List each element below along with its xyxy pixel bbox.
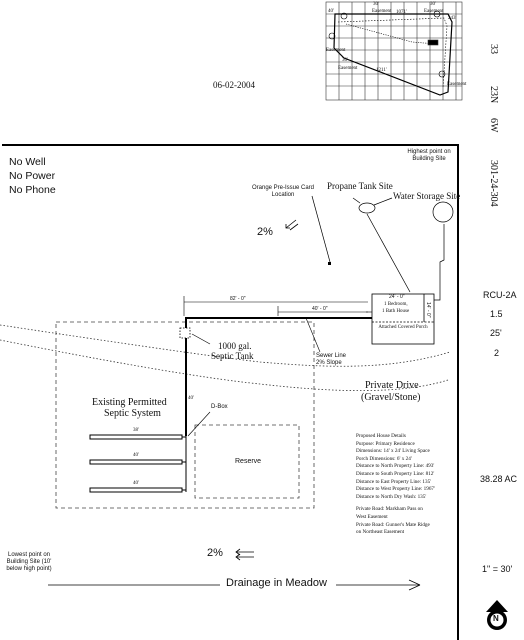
house-details-west: Distance to West Property Line: 1967' xyxy=(356,486,435,493)
house-details-porch: Porch Dimensions: 6' x 24' xyxy=(356,455,412,462)
no-phone: No Phone xyxy=(9,184,56,196)
inset-dim3: 40' xyxy=(328,9,334,14)
value-1: 1.5 xyxy=(490,309,503,319)
trench-1-length: 38' xyxy=(133,428,139,433)
water-storage-label: Water Storage Site xyxy=(393,191,461,201)
inset-dim4: 1071' xyxy=(396,10,407,15)
plan-date: 06-02-2004 xyxy=(213,80,255,90)
range: 6W xyxy=(488,118,499,133)
section-number: 33 xyxy=(488,44,499,54)
inset-easement2: Easement xyxy=(424,9,444,14)
house-footprint xyxy=(371,293,435,345)
dimension-lines xyxy=(183,296,372,316)
utilities-note: No Well No Power No Phone xyxy=(9,155,56,197)
existing-system-label-2: Septic System xyxy=(104,408,161,419)
house-details-drywash: Distance to North Dry Wash: 135' xyxy=(356,493,427,500)
drainage-line xyxy=(48,579,421,591)
acreage: 38.28 AC xyxy=(480,474,518,484)
dim-82: 82' - 0" xyxy=(230,296,246,302)
dim-14: 14' - 0" xyxy=(425,302,431,318)
leader-lines xyxy=(187,317,321,437)
septic-tank-size: 1000 gal. xyxy=(218,341,252,351)
zone-code: RCU-2A xyxy=(483,290,517,300)
house-details-title: Proposed House Details xyxy=(356,433,406,439)
sewer-line-note: Sewer Line 2% Slope xyxy=(316,353,347,366)
dbox-label: D-Box xyxy=(211,404,228,410)
private-drive-label: Private Drive xyxy=(365,380,419,391)
utility-lines xyxy=(311,195,454,301)
inset-dim5: 1211' xyxy=(376,68,387,73)
dim-24: 24' - 0" xyxy=(389,294,405,300)
house-details-south: Distance to South Property Line: 812' xyxy=(356,470,435,477)
house-details-north: Distance to North Property Line: 493' xyxy=(356,463,435,470)
value-2: 25' xyxy=(490,328,502,338)
house-details-road2: Private Road: Gunner's Mate Ridge on Nor… xyxy=(356,521,430,536)
dim-40: 40' - 0" xyxy=(312,306,328,312)
dim-40-vertical: 40' xyxy=(188,396,194,401)
trench-2-length: 40' xyxy=(133,453,139,458)
existing-system-label: Existing Permitted xyxy=(92,397,167,408)
lowest-point-label: Lowest point on Building Site (10' below… xyxy=(6,552,52,572)
slope-arrows xyxy=(235,219,299,561)
inset-easement3: Easement xyxy=(326,48,346,53)
main-border xyxy=(2,144,459,640)
no-power: No Power xyxy=(9,170,56,182)
sewer-line xyxy=(185,317,372,436)
inset-dim7: 30' xyxy=(342,58,348,63)
porch-label: Attached Covered Porch xyxy=(378,325,428,330)
leach-trenches xyxy=(89,434,187,493)
orange-card-label: Orange Pre-Issue Card Location xyxy=(251,185,315,198)
private-drive-surface: (Gravel/Stone) xyxy=(361,392,421,403)
septic-tank-box xyxy=(179,327,191,339)
septic-tank-label: Septic Tank xyxy=(211,351,254,361)
slope-bottom: 2% xyxy=(207,547,223,559)
drainage-label: Drainage in Meadow xyxy=(226,577,327,589)
reserve-label: Reserve xyxy=(235,458,262,465)
inset-map xyxy=(325,1,463,101)
house-bedrooms: 1 Bedroom, xyxy=(384,302,408,307)
house-details-dimensions: Dimensions: 14' x 24' Living Space xyxy=(356,448,430,455)
house-details: Proposed House Details Purpose: Primary … xyxy=(356,433,436,537)
inset-dim1: 30' xyxy=(373,2,379,7)
scale: 1" = 30' xyxy=(482,564,513,574)
highest-point-label: Highest point on Building Site xyxy=(407,149,451,162)
inset-easement1: Easement xyxy=(372,9,392,14)
private-drive xyxy=(0,324,451,392)
slope-top: 2% xyxy=(257,226,273,238)
house-details-east: Distance to East Property Line: 135' xyxy=(356,478,432,485)
township: 23N xyxy=(488,86,499,104)
inset-easement4: Easement xyxy=(338,66,358,71)
value-3: 2 xyxy=(494,348,500,358)
no-well: No Well xyxy=(9,156,46,168)
house-details-road1: Private Road: Markham Pass on West Easem… xyxy=(356,506,423,520)
inset-dim6: 243' xyxy=(448,16,457,21)
inset-easement5: Easement xyxy=(447,82,467,87)
house-bath: 1 Bath House xyxy=(382,309,410,314)
propane-label: Propane Tank Site xyxy=(327,181,393,191)
house-details-purpose: Purpose: Primary Residence xyxy=(356,440,415,447)
trench-3-length: 40' xyxy=(133,481,139,486)
north-arrow xyxy=(486,600,508,630)
inset-dim2: 30' xyxy=(430,2,436,7)
parcel-number: 301-24-304 xyxy=(488,160,499,207)
north-letter: N xyxy=(493,614,499,623)
